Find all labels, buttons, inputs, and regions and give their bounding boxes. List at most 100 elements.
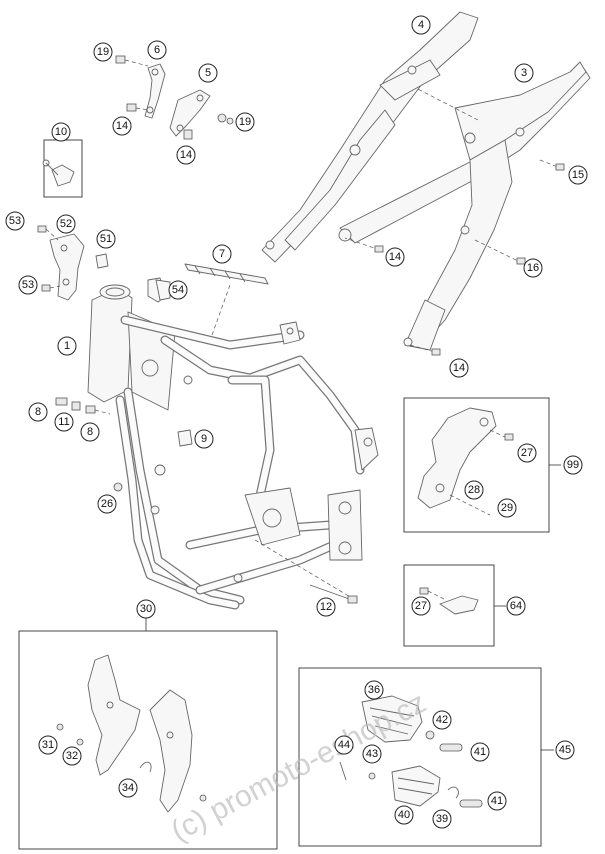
callout-42-text: 42 [436,714,448,726]
callout-5: 5 [198,63,218,83]
group-box-64 [403,564,495,647]
callout-12: 12 [316,597,336,617]
callout-28: 28 [464,480,484,500]
main-frame [87,284,379,610]
callout-64-text: 64 [510,600,522,612]
bracket-6 [115,55,166,119]
subframe [338,61,591,356]
bracket-99 [417,407,514,516]
callout-43: 43 [362,744,382,764]
group-box-30 [18,630,278,850]
callout-19a: 19 [93,42,113,62]
callout-30-text: 30 [140,603,152,615]
callout-53a-text: 53 [9,215,21,227]
callout-6-text: 6 [154,44,160,56]
callout-51-text: 51 [100,233,112,245]
callout-9-text: 9 [201,433,207,445]
callout-44-text: 44 [338,739,350,751]
callout-43-text: 43 [366,748,378,760]
plug-26 [113,482,123,492]
callout-54-text: 54 [172,284,184,296]
callout-14b: 14 [176,145,196,165]
spacers-8-11 [55,397,111,415]
callout-8b: 8 [80,422,100,442]
callout-41b: 41 [487,791,507,811]
clip-9 [177,429,193,447]
callout-4: 4 [411,15,431,35]
callout-31-text: 31 [42,739,54,751]
band-7 [184,263,269,285]
callout-7-text: 7 [219,248,225,260]
callout-28-text: 28 [468,484,480,496]
callout-27b-text: 27 [415,600,427,612]
callout-45-text: 45 [559,744,571,756]
callout-6: 6 [147,40,167,60]
callout-14d-text: 14 [453,362,465,374]
callout-3: 3 [514,63,534,83]
callout-19b: 19 [235,112,255,132]
callout-30: 30 [136,599,156,619]
group-box-45 [298,667,542,847]
callout-53b: 53 [18,275,38,295]
callout-26: 26 [97,494,117,514]
footrests-45 [339,695,483,808]
callout-16: 16 [523,258,543,278]
callout-12-text: 12 [320,601,332,613]
clip-54 [147,277,171,303]
callout-16-text: 16 [527,262,539,274]
callout-32: 32 [62,746,82,766]
callout-53a: 53 [5,211,25,231]
callout-14a: 14 [112,116,132,136]
callout-40: 40 [394,805,414,825]
callout-15-text: 15 [572,169,584,181]
callout-34-text: 34 [122,782,134,794]
callout-11-text: 11 [58,416,69,428]
cable-holder-10 [42,159,75,187]
callout-1: 1 [57,336,77,356]
callout-labels: 1 3 4 5 6 7 8 8 9 10 11 12 14 14 14 14 1… [5,15,588,829]
callout-34: 34 [118,778,138,798]
callout-15: 15 [568,165,588,185]
callout-11: 11 [54,412,74,432]
callout-8a-text: 8 [35,406,41,418]
subframe-left-part [261,11,479,263]
callout-31: 31 [38,735,58,755]
callout-64: 64 [506,596,526,616]
callout-3-text: 3 [521,67,527,79]
part-64 [419,587,479,615]
callout-41a-text: 41 [474,746,486,758]
callout-14a-text: 14 [116,120,128,132]
callout-40-text: 40 [398,809,410,821]
callout-39: 39 [432,809,452,829]
callout-19b-text: 19 [239,116,251,128]
callout-14c: 14 [385,247,405,267]
callout-41a: 41 [470,742,490,762]
callout-5-text: 5 [205,67,211,79]
callout-10-text: 10 [55,126,67,138]
bracket-5 [169,89,234,140]
callout-9: 9 [194,429,214,449]
callout-52-text: 52 [60,218,72,230]
callout-52: 52 [56,214,76,234]
frame-guard-30 [56,654,207,813]
callout-54: 54 [168,280,188,300]
callout-36: 36 [364,680,384,700]
callout-27b: 27 [411,596,431,616]
callout-26-text: 26 [101,498,113,510]
callout-4-text: 4 [418,19,424,31]
callout-14b-text: 14 [180,149,192,161]
clip-51 [95,253,109,269]
callout-19a-text: 19 [97,46,109,58]
callout-51: 51 [96,229,116,249]
callout-39-text: 39 [436,813,448,825]
callout-99: 99 [563,455,583,475]
callout-29-text: 29 [501,502,513,514]
callout-45: 45 [555,740,575,760]
callout-99-text: 99 [567,459,579,471]
callout-41b-text: 41 [491,795,503,807]
callout-27a-text: 27 [521,447,533,459]
callout-32-text: 32 [66,750,78,762]
callout-8b-text: 8 [87,426,93,438]
callout-29: 29 [497,498,517,518]
